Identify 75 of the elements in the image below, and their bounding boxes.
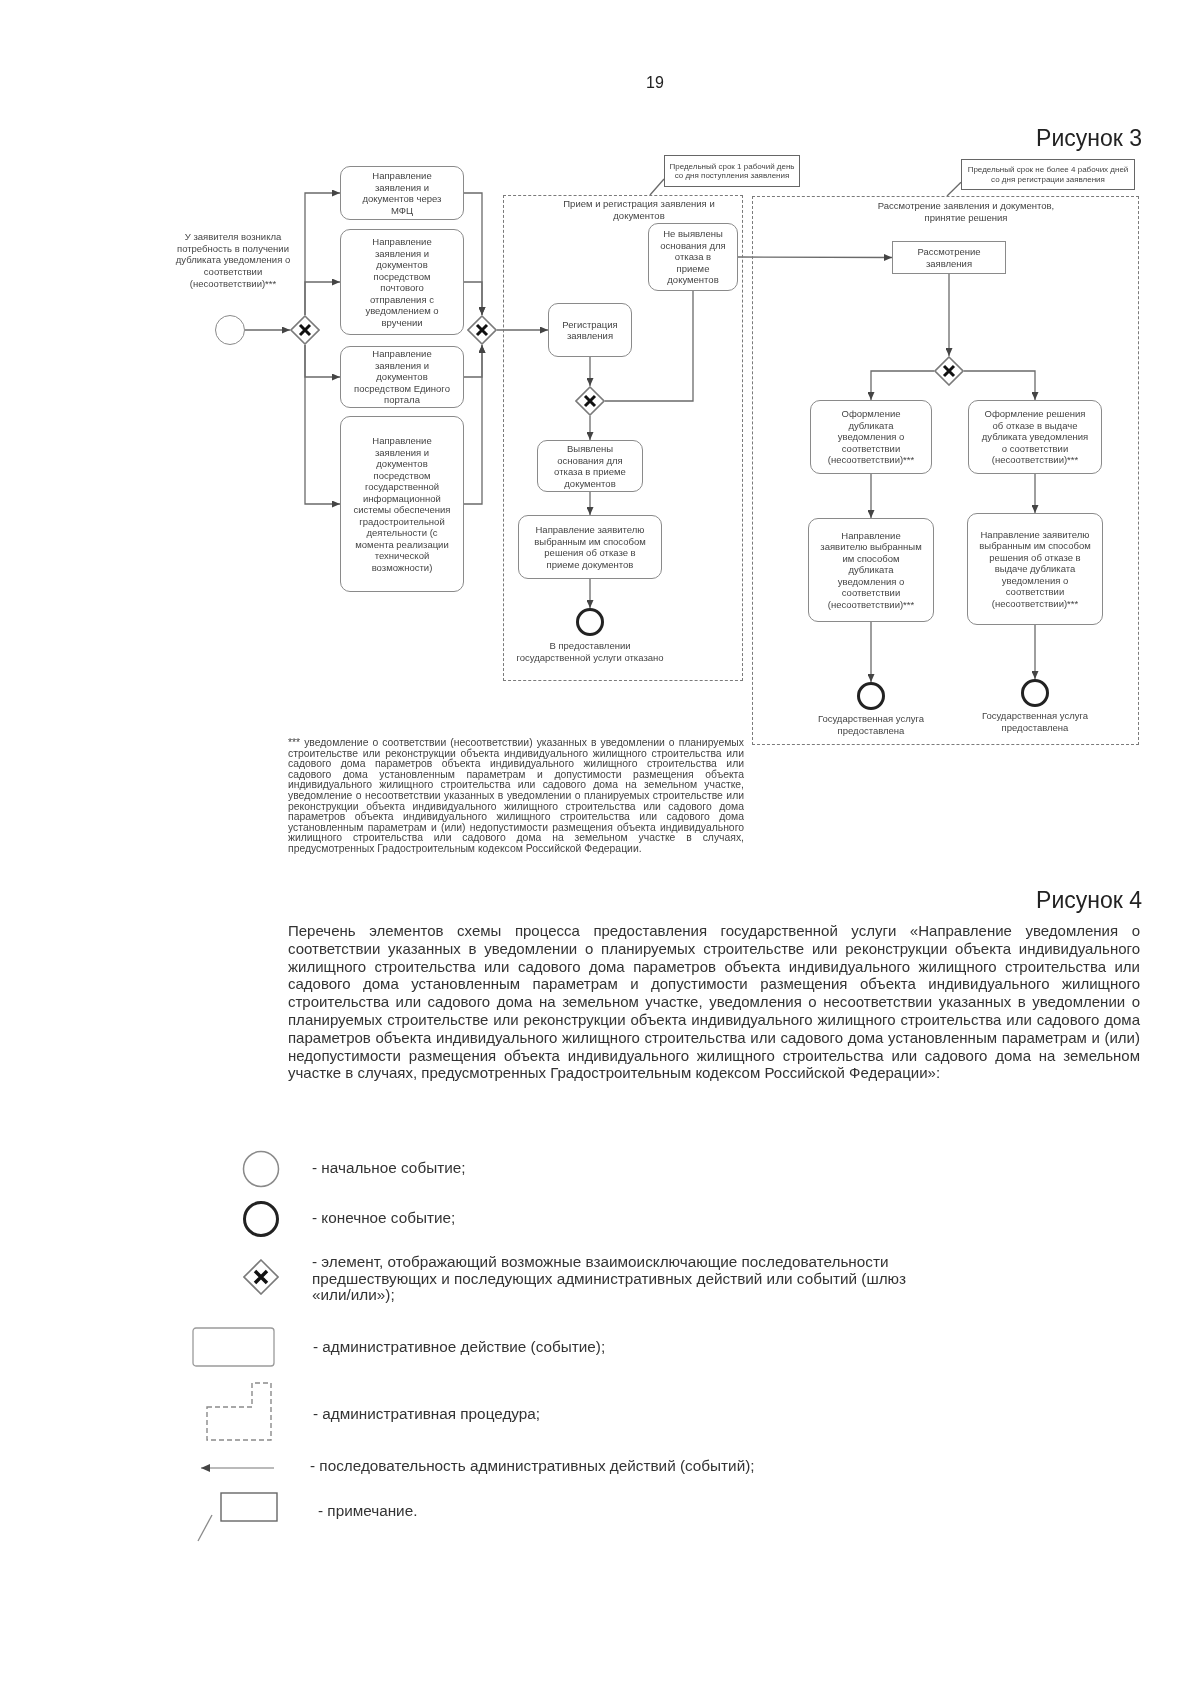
flow-arrow [945,273,953,357]
task-box [340,416,464,592]
note-box [961,159,1135,190]
event-label: Государственная услуга предоставлена [816,713,926,737]
flow-arrow [867,370,935,401]
task-label: Не выявлены основания для отказа в приеме документов [659,228,727,286]
task-box [892,241,1006,274]
task-box [967,513,1103,625]
task-label: Регистрация заявления [561,318,619,342]
task-box [537,440,643,492]
note-text: Предельный срок не более 4 рабочих дней со дня регистрации заявления [966,165,1130,184]
connector-line [946,181,962,197]
task-label: Направление заявления и документов посредством почтового отправления с уведомлением о вручении [364,236,440,328]
flow-arrow [867,473,875,519]
task-label: Рассмотрение заявления [916,246,982,269]
task-label: Оформление дубликата уведомления о соответствии (несоответствии)*** [826,408,916,466]
flow-arrow [586,356,594,387]
legend-text: - примечание. [318,1503,419,1520]
legend-text: - конечное событие; [312,1210,457,1227]
task-label: Направление заявления и документов посредством государственной информационной системы обеспечения градостроительной деятельности (с момента реализации технической возможности) [352,435,452,573]
flow-arrow [463,344,486,505]
event-label: В предоставлении государственной услуги отказано [515,640,665,664]
note-box [664,155,800,187]
task-box [808,518,934,622]
task-label: Выявлены основания для отказа в приеме документов [553,443,627,489]
figure-heading: Рисунок 4 [1035,886,1142,914]
flow-arrow [304,278,341,316]
page-number: 19 [645,73,665,93]
procedure-boundary [503,195,743,681]
legend-text: - административное действие (событие); [313,1339,607,1356]
event-label: Государственная услуга предоставлена [980,710,1090,734]
task-box [968,400,1102,474]
flow-arrow [1031,473,1039,514]
flow-arrow [463,281,486,316]
exclusive-gateway [934,356,964,386]
flow-arrow [1031,624,1039,680]
flow-arrow [586,578,594,609]
task-label: Направление заявления и документов через МФЦ [361,170,443,216]
note-text: Предельный срок 1 рабочий день со дня поступления заявления [669,161,795,181]
description-paragraph: Перечень элементов схемы процесса предоставления государственной услуги «Направление уведомления о соответствии указанных в уведомлении о планируемых строительстве или реконструкции объекта индивидуального жилищного строительства или садового дома параметров объекта индивидуального жилищного строительства или садового дома установленным параметрам и допустимости размещения объекта индивидуального жилищного строительства или садового дома на земельном участке, уведомления о несоответствии указанных в уведомлении о планируемых строительстве или реконструкции объекта индивидуального жилищного строительства или садового дома параметров объекта индивидуального жилищного строительства или садового дома установленным параметрам и (или) недопустимости размещения объекта индивидуального жилищного строительства или садового дома на земельном участке в случаях, предусмотренных Градостроительным кодексом Российской Федерации»: [288,922,1140,1083]
task-label: Направление заявителю выбранным им способом решения об отказе в выдаче дубликата уведомления о соответствии (несоответствии)*** [978,528,1092,610]
flow-arrow [867,621,875,683]
task-box [548,303,632,357]
task-label: Оформление решения об отказе в выдаче дубликата уведомления о соответствии (несоответствии)*** [980,408,1090,466]
connector-line [649,178,665,196]
flow-arrow [586,491,594,516]
task-box [518,515,662,579]
flow-arrow [737,253,893,261]
exclusive-gateway [575,386,605,416]
legend-text: - элемент, отображающий возможные взаимоисключающие последовательности предшествующих и последующих административных действий или событий (шлюз «или/или»); [312,1254,908,1304]
figure-heading: Рисунок 3 [1035,124,1142,152]
event-label: У заявителя возникла потребность в получении дубликата уведомления о соответствии (несоответствии)*** [174,231,292,290]
flow-arrow [586,415,594,441]
flow-arrow [963,370,1039,401]
task-box [810,400,932,474]
task-label: Направление заявителю выбранным им способом дубликата уведомления о соответствии (несоответствии)*** [819,529,923,611]
task-box [340,166,464,220]
footnote-text: *** уведомление о соответствии (несоответствии) указанных в уведомлении о планируемых строительстве или реконструкции объекта индивидуального жилищного строительства или садового дома параметров объекта индивидуального жилищного строительства или садового дома установленным параметрам и допустимости размещения объекта индивидуального жилищного строительства или садового дома на земельном участке, уведомление о несоответствии указанных в уведомлении о планируемых строительстве или реконструкции объекта индивидуального жилищного строительства или садового дома параметров объекта индивидуального жилищного строительства или садового дома установленным параметрам и (или) недопустимости размещения объекта индивидуального жилищного строительства или садового дома на земельном участке в случаях, предусмотренных Градостроительным кодексом Российской Федерации. [288,738,744,855]
task-box [648,223,738,291]
exclusive-gateway [467,315,497,345]
procedure-boundary [752,196,1139,745]
flow-arrow [244,326,291,334]
task-label: Направление заявителю выбранным им способом решения об отказе в приеме документов [533,524,647,570]
task-box [340,229,464,335]
legend-text: - начальное событие; [312,1160,467,1177]
legend-text: - административная процедура; [313,1406,542,1423]
task-label: Направление заявления и документов посредством Единого портала [353,348,451,406]
connector-line [604,290,694,402]
procedure-title: Прием и регистрация заявления и документов [562,198,716,221]
legend-text: - последовательность административных действий (событий); [310,1458,756,1475]
exclusive-gateway [290,315,320,345]
task-box [340,346,464,408]
flow-arrow [496,326,549,334]
flow-arrow [304,344,341,508]
procedure-title: Рассмотрение заявления и документов, принятие решения [876,200,1056,223]
